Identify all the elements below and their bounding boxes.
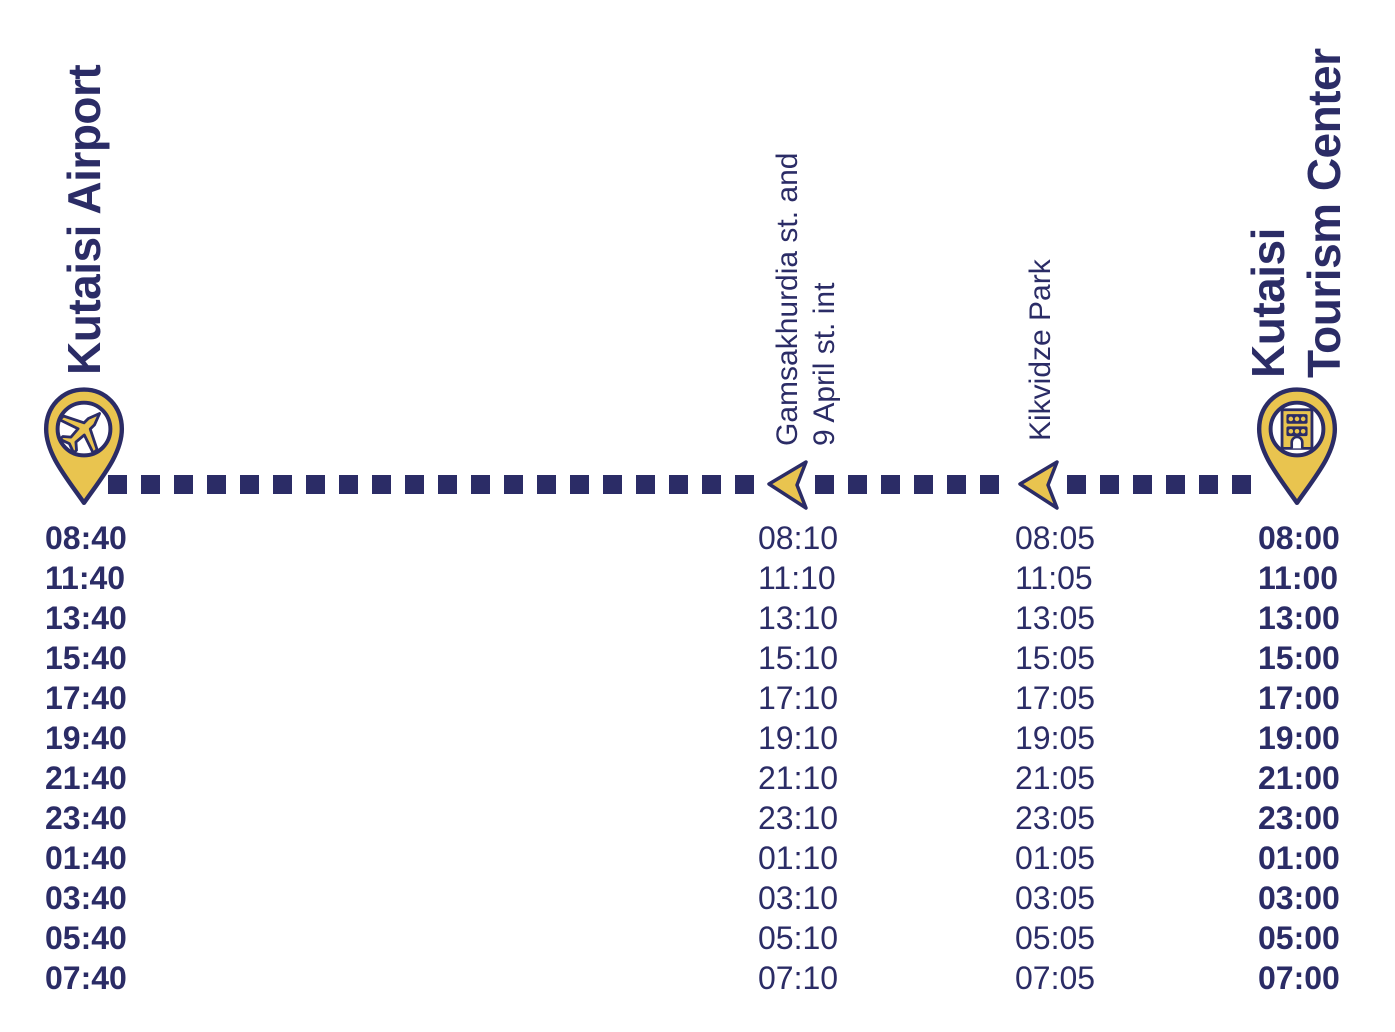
time-cell: 17:05 <box>1015 680 1096 716</box>
time-cell: 05:00 <box>1258 920 1340 956</box>
time-cell: 05:05 <box>1015 920 1096 956</box>
time-cell: 11:00 <box>1258 560 1339 596</box>
time-cell: 01:00 <box>1258 840 1340 876</box>
time-cell: 11:40 <box>45 560 126 596</box>
stop-title-kutaisi-tourism-center: Kutaisi Tourism Center <box>1240 48 1352 378</box>
time-cell: 03:05 <box>1015 880 1096 916</box>
chevron-left-icon <box>767 460 808 510</box>
time-cell: 15:10 <box>758 640 839 676</box>
time-cell: 08:10 <box>758 520 839 556</box>
time-cell: 23:10 <box>758 800 839 836</box>
building-icon <box>1280 408 1314 450</box>
time-cell: 13:05 <box>1015 600 1096 636</box>
times-column-airport: 08:40 11:40 13:40 15:40 17:40 19:40 21:40 23:40… <box>45 518 127 998</box>
airport-pin-icon <box>43 387 125 506</box>
time-cell: 03:10 <box>758 880 839 916</box>
time-cell: 21:10 <box>758 760 839 796</box>
stop-label-line: Kikvidze Park <box>1024 259 1057 441</box>
time-cell: 13:00 <box>1258 600 1340 636</box>
time-cell: 17:40 <box>45 680 127 716</box>
stop-title-line: Kutaisi Airport <box>58 64 110 375</box>
stop-label-line: 9 April st. int <box>808 282 841 446</box>
time-cell: 19:05 <box>1015 720 1096 756</box>
time-cell: 01:40 <box>45 840 127 876</box>
time-cell: 01:05 <box>1015 840 1096 876</box>
time-cell: 05:10 <box>758 920 839 956</box>
time-cell: 19:00 <box>1258 720 1340 756</box>
stop-label-kikvidze-park: Kikvidze Park <box>1022 259 1059 441</box>
time-cell: 23:40 <box>45 800 127 836</box>
stop-label-gamsakhurdia: Gamsakhurdia st. and 9 April st. int <box>769 153 843 446</box>
time-cell: 23:00 <box>1258 800 1340 836</box>
time-cell: 08:40 <box>45 520 127 556</box>
plane-icon <box>58 412 101 455</box>
stop-title-line: Tourism Center <box>1298 48 1350 378</box>
stop-title-kutaisi-airport: Kutaisi Airport <box>56 65 112 375</box>
route-dotted-line-segment <box>1067 475 1263 494</box>
time-cell: 19:10 <box>758 720 839 756</box>
building-pin-icon <box>1256 387 1338 506</box>
time-cell: 07:40 <box>45 960 127 996</box>
time-cell: 03:00 <box>1258 880 1340 916</box>
stop-label-line: Gamsakhurdia st. and <box>771 152 804 446</box>
time-cell: 11:05 <box>1015 560 1093 596</box>
time-cell: 21:40 <box>45 760 127 796</box>
time-cell: 17:00 <box>1258 680 1340 716</box>
stop-title-line: Kutaisi <box>1242 228 1294 378</box>
time-cell: 03:40 <box>45 880 127 916</box>
times-column-kikvidze-park: 08:05 11:05 13:05 15:05 17:05 19:05 21:05 23:05… <box>1015 518 1095 998</box>
route-dotted-line-segment <box>108 475 754 494</box>
time-cell: 05:40 <box>45 920 127 956</box>
times-column-tourism-center: 08:00 11:00 13:00 15:00 17:00 19:00 21:00 23:00… <box>1258 518 1340 998</box>
time-cell: 15:00 <box>1258 640 1340 676</box>
times-column-gamsakhurdia: 08:10 11:10 13:10 15:10 17:10 19:10 21:10 23:10… <box>758 518 838 998</box>
time-cell: 21:00 <box>1258 760 1340 796</box>
time-cell: 13:40 <box>45 600 127 636</box>
time-cell: 08:05 <box>1015 520 1096 556</box>
time-cell: 15:05 <box>1015 640 1096 676</box>
time-cell: 01:10 <box>758 840 839 876</box>
time-cell: 08:00 <box>1258 520 1340 556</box>
route-dotted-line-segment <box>815 475 999 494</box>
time-cell: 07:05 <box>1015 960 1096 996</box>
time-cell: 07:00 <box>1258 960 1340 996</box>
time-cell: 19:40 <box>45 720 127 756</box>
time-cell: 11:10 <box>758 560 836 596</box>
time-cell: 07:10 <box>758 960 839 996</box>
chevron-left-icon <box>1018 460 1059 510</box>
time-cell: 17:10 <box>758 680 839 716</box>
time-cell: 13:10 <box>758 600 839 636</box>
time-cell: 23:05 <box>1015 800 1096 836</box>
time-cell: 21:05 <box>1015 760 1096 796</box>
time-cell: 15:40 <box>45 640 127 676</box>
